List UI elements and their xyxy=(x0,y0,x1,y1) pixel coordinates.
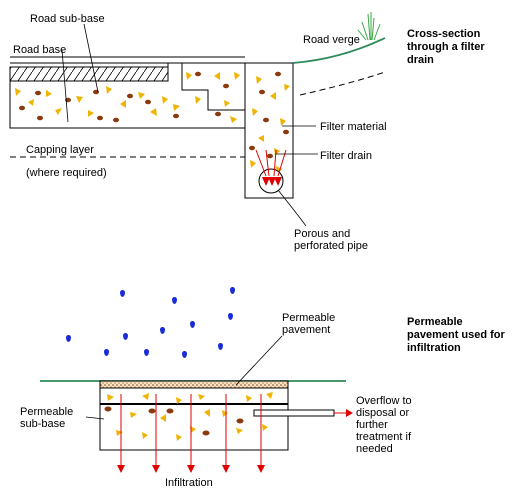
overflow-label-line1: Overflow to xyxy=(356,395,412,407)
rain-drop xyxy=(144,349,149,356)
cross-section-title-line3: drain xyxy=(407,54,434,66)
rain-drop xyxy=(123,333,128,340)
rain-drop xyxy=(182,351,187,358)
road-base-label: Road base xyxy=(13,44,67,56)
pavement-title-line3: infiltration xyxy=(407,342,461,354)
permeable-pavement-section xyxy=(40,335,353,473)
pebble-fill-bottom xyxy=(104,406,244,436)
overflow-arrowhead xyxy=(346,409,353,417)
rain-drop xyxy=(120,290,125,297)
overflow-label-line3: further xyxy=(356,419,388,431)
filter-drain-trench xyxy=(244,62,294,199)
aggregate-fill-bottom xyxy=(107,392,273,441)
road-base-layer xyxy=(9,66,169,82)
road-sub-base-label: Road sub-base xyxy=(30,13,105,25)
overflow-pipe xyxy=(253,409,335,417)
infiltration-arrows xyxy=(120,394,262,466)
pavement-leader-lines xyxy=(85,335,283,420)
pavement-title: Permeable pavement used for infiltration xyxy=(407,316,505,355)
permeable-pavement-surface xyxy=(99,380,289,389)
label-leader-lines xyxy=(61,23,318,227)
aggregate-fill-top xyxy=(15,72,290,174)
filter-material-label: Filter material xyxy=(320,121,387,133)
rain-drop xyxy=(228,313,233,320)
rain-drop xyxy=(160,327,165,334)
cross-section-title-line2: through a filter xyxy=(407,41,485,53)
rain-drop xyxy=(66,335,71,342)
where-required-label: (where required) xyxy=(26,167,107,179)
permeable-pavement-label: Permeable pavement xyxy=(282,312,335,336)
overflow-label-line5: needed xyxy=(356,443,393,455)
infiltration-arrowheads xyxy=(117,465,265,473)
sub-base-label-line2: sub-base xyxy=(20,418,66,430)
pavement-title-line2: pavement used for xyxy=(407,329,505,341)
road-verge-ground xyxy=(292,37,386,64)
pipe-arrowheads xyxy=(262,177,282,186)
perforated-pipe-label: Porous and perforated pipe xyxy=(294,228,368,252)
sub-base-step-line xyxy=(181,63,245,111)
filter-drain-label: Filter drain xyxy=(320,150,372,162)
filter-drain-cross-section xyxy=(9,12,386,227)
cross-section-title-line1: Cross-section xyxy=(407,28,481,40)
rain-drop xyxy=(172,297,177,304)
grass-icon xyxy=(357,12,381,41)
overflow-label-line2: disposal or xyxy=(356,407,410,419)
rain-drop xyxy=(190,321,195,328)
pipe-label-line2: perforated pipe xyxy=(294,240,368,252)
permeable-pavement-label-line1: Permeable xyxy=(282,312,336,324)
infiltration-label: Infiltration xyxy=(165,477,213,489)
rain-drop xyxy=(230,287,235,294)
pipe-label-line1: Porous and xyxy=(294,228,351,240)
pavement-title-line1: Permeable xyxy=(407,316,463,328)
cross-section-title: Cross-section through a filter drain xyxy=(407,28,485,67)
overflow-label-line4: treatment if xyxy=(356,431,412,443)
subsoil-dashed-line xyxy=(299,71,386,96)
rain-drop xyxy=(104,349,109,356)
permeable-pavement-label-line2: pavement xyxy=(282,324,331,336)
rain-drop xyxy=(218,343,223,350)
road-verge-label: Road verge xyxy=(303,34,360,46)
overflow-label: Overflow to disposal or further treatmen… xyxy=(356,395,412,455)
permeable-sub-base-box xyxy=(99,387,289,451)
permeable-sub-base-label: Permeable sub-base xyxy=(20,406,73,430)
sub-base-label-line1: Permeable xyxy=(20,406,74,418)
capping-layer-label: Capping layer xyxy=(26,144,94,156)
pebble-fill-top xyxy=(19,71,289,159)
